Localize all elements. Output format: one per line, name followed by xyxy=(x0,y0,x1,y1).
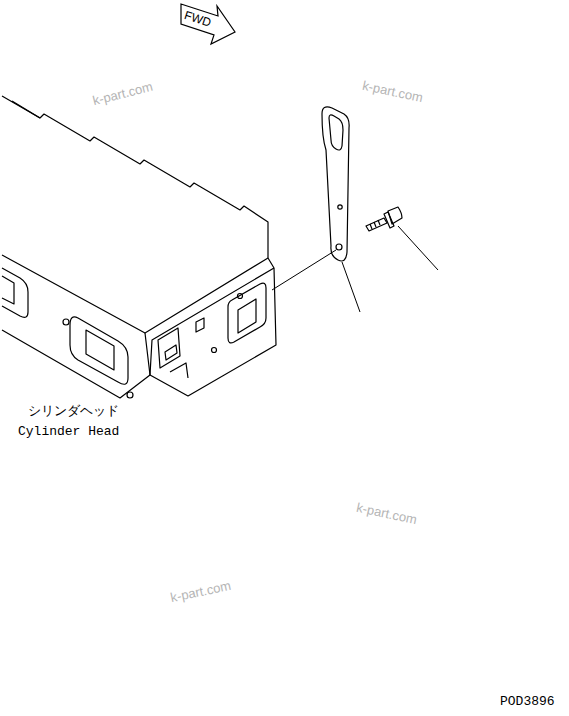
part-name: シリンダヘッド xyxy=(28,404,119,419)
end-boss xyxy=(165,345,177,360)
drawing-number: POD3896 xyxy=(500,694,555,709)
leader-line xyxy=(398,226,438,270)
bolt-head xyxy=(388,207,402,224)
watermark: k-part.com xyxy=(91,79,154,108)
part-name: Cylinder Head xyxy=(18,424,119,439)
watermark: k-part.com xyxy=(355,500,418,527)
exhaust-port xyxy=(86,330,114,370)
bolt-shank xyxy=(366,218,387,231)
bolt-hole xyxy=(212,348,217,353)
end-boss xyxy=(158,328,180,368)
head-end-face xyxy=(145,258,276,396)
end-port xyxy=(238,299,256,333)
end-boss xyxy=(170,363,188,378)
direction-arrow: FWD xyxy=(178,2,238,46)
exhaust-port xyxy=(70,317,128,384)
end-port xyxy=(228,283,266,343)
watermark: k-part.com xyxy=(361,78,424,105)
bolt-thread xyxy=(370,220,380,229)
bolt-hole xyxy=(238,294,243,299)
leader-line xyxy=(272,250,336,290)
exhaust-port xyxy=(2,268,28,317)
stud-hole xyxy=(127,392,133,398)
lifting-bracket xyxy=(322,107,349,261)
stud-hole xyxy=(63,319,69,325)
head-end-face xyxy=(150,268,274,375)
head-top-edge xyxy=(2,96,268,258)
bracket-slot xyxy=(329,115,343,150)
head-top-edge xyxy=(12,101,40,118)
exhaust-port xyxy=(2,276,14,304)
bracket-hole xyxy=(338,205,342,209)
leader-line xyxy=(342,262,360,312)
watermark: k-part.com xyxy=(169,578,232,605)
end-boss xyxy=(196,318,204,332)
bracket-hole xyxy=(336,244,342,250)
